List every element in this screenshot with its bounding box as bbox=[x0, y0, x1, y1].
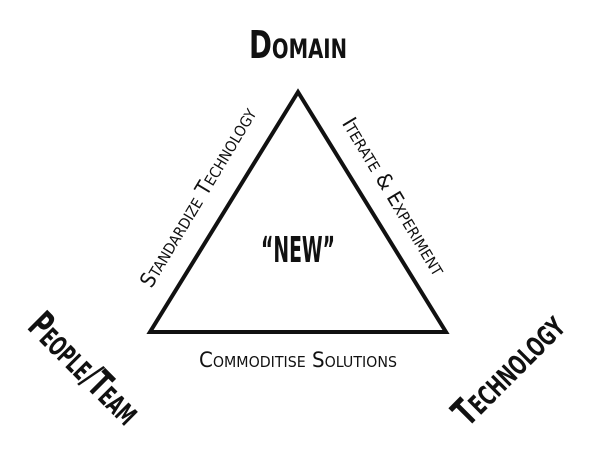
corner-label-domain: Domain bbox=[249, 23, 347, 67]
corner-label-technology: Technology bbox=[443, 304, 573, 434]
corner-label-people-team: People/Team bbox=[20, 303, 150, 433]
edge-label-standardize-technology: Standardize Technology bbox=[135, 103, 262, 292]
triangle-shape bbox=[146, 88, 450, 334]
edge-label-commoditise-solutions: Commoditise Solutions bbox=[199, 348, 397, 372]
edge-label-iterate-experiment: Iterate & Experiment bbox=[337, 113, 451, 280]
center-label-new: “NEW” bbox=[261, 230, 335, 271]
